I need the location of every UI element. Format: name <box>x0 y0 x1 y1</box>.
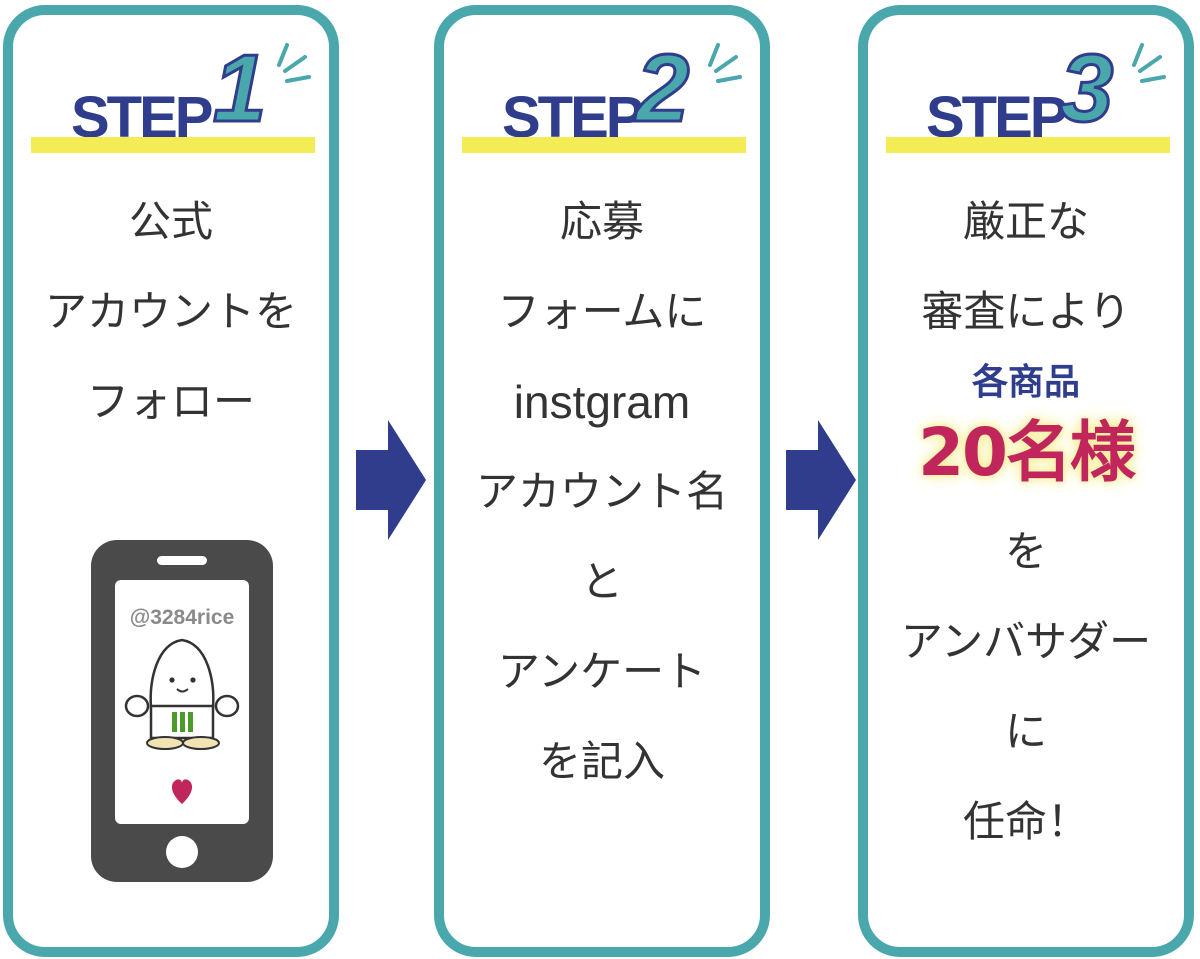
text-line: 公式 <box>128 197 213 246</box>
heart-icon <box>171 779 193 804</box>
step-number: 2 <box>634 35 690 142</box>
step-2-text: 応募 フォームに instgram アカウント名 と アンケート を記入 <box>444 177 760 807</box>
account-handle: @3284rice <box>130 606 235 629</box>
text-line: フォロー <box>86 377 255 426</box>
highlight-bar <box>31 137 315 153</box>
rice-mascot <box>124 638 240 750</box>
text-line: を記入 <box>538 737 665 786</box>
step-card-2: STEP 2 応募 フォームに instgram アカウント名 と アンケート … <box>434 5 770 957</box>
arrow-right-icon <box>356 420 426 540</box>
prize-subtitle: 各商品 <box>971 362 1080 403</box>
step-label: STEP <box>502 85 644 150</box>
step-1-text: 公式 アカウントを フォロー <box>13 177 329 447</box>
text-line: に <box>1004 707 1047 756</box>
prize-count: 20名様 <box>918 414 1136 491</box>
sparkle-icon <box>277 43 311 83</box>
sparkle-icon <box>1132 43 1166 83</box>
text-line: アンケート <box>497 647 707 696</box>
text-line: 任命！ <box>962 797 1089 846</box>
text-line: 応募 <box>559 197 644 246</box>
highlight-bar <box>886 137 1170 153</box>
step-header-2: STEP 2 <box>444 39 760 169</box>
text-line: 厳正な <box>962 197 1089 246</box>
arrow-right-icon <box>786 420 856 540</box>
text-line: アカウントを <box>44 287 297 336</box>
step-card-3: STEP 3 厳正な 審査により 各商品 20名様 を アンバサダー に 任命！ <box>858 5 1194 957</box>
text-line: 審査により <box>921 287 1131 336</box>
step-label: STEP <box>71 85 213 150</box>
smartphone-illustration: @3284rice <box>91 540 273 882</box>
sparkle-icon <box>708 43 742 83</box>
text-line: を <box>1004 527 1047 576</box>
text-line: instgram <box>513 376 691 428</box>
step-number: 1 <box>211 35 267 142</box>
step-header-3: STEP 3 <box>868 39 1184 169</box>
step-3-text: 厳正な 審査により 各商品 20名様 を アンバサダー に 任命！ <box>868 177 1184 867</box>
step-header-1: STEP 1 <box>13 39 329 169</box>
text-line: と <box>580 557 623 606</box>
text-line: フォームに <box>497 287 707 336</box>
highlight-bar <box>462 137 746 153</box>
step-number: 3 <box>1058 35 1114 142</box>
step-label: STEP <box>926 85 1068 150</box>
text-line: アンバサダー <box>900 617 1152 666</box>
step-card-1: STEP 1 公式 アカウントを フォロー @3284rice <box>3 5 339 957</box>
text-line: アカウント名 <box>475 467 728 516</box>
